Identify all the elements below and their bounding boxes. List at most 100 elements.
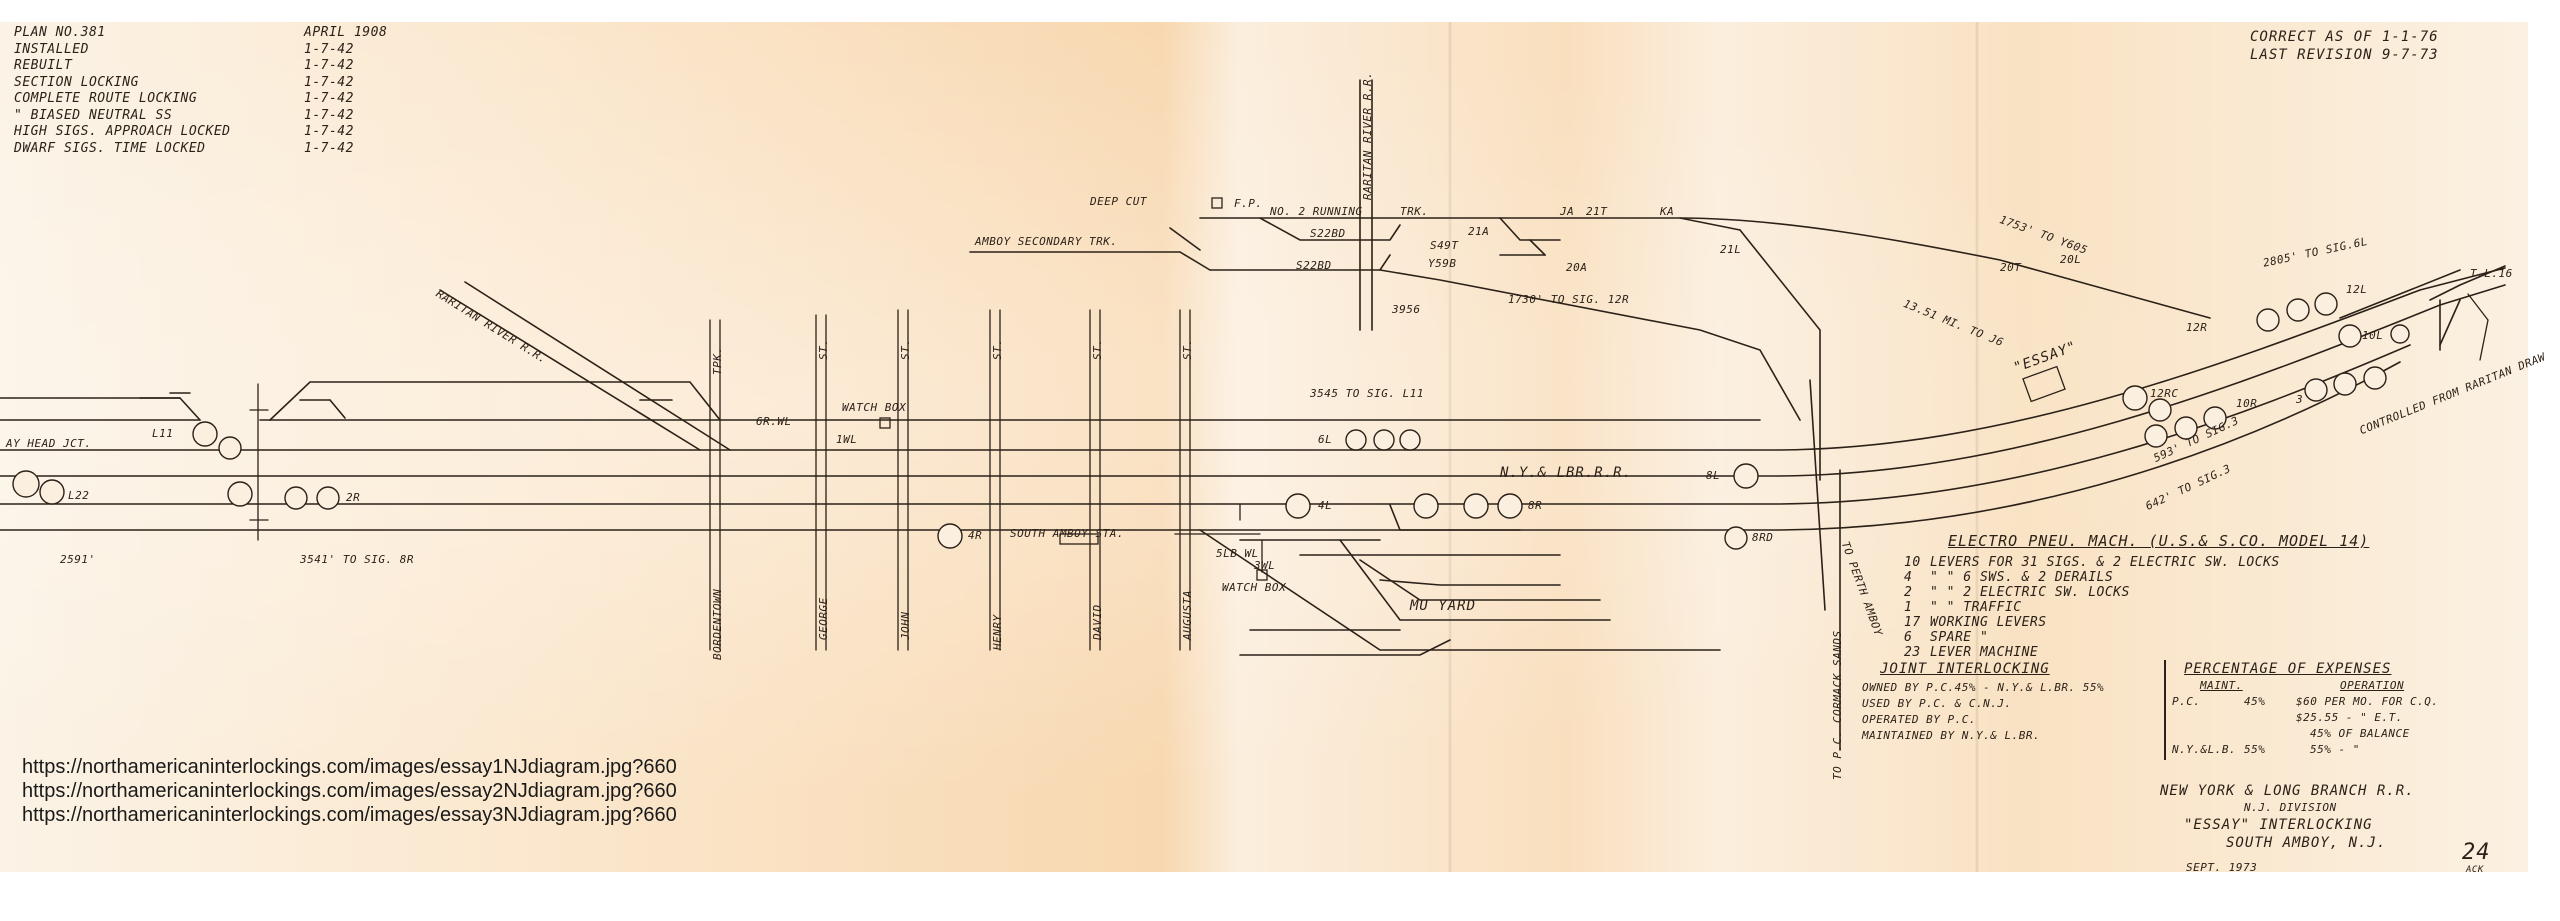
- plan-header-date: 1-7-42: [304, 140, 354, 156]
- expenses-divider: [2164, 660, 2166, 760]
- expenses-pc-maint: 45%: [2244, 695, 2266, 708]
- plan-header-date: 1-7-42: [304, 91, 354, 106]
- dist-3956: 3956: [1392, 303, 1421, 316]
- label-south-amboy-sta: SOUTH AMBOY STA.: [1010, 527, 1124, 540]
- machine-row-text: " " 2 ELECTRIC SW. LOCKS: [1930, 585, 2130, 600]
- signal-12RC: 12RC: [2150, 387, 2179, 400]
- last-revision: LAST REVISION 9-7-73: [2250, 47, 2439, 63]
- signal-6RWL: 6R.WL: [756, 415, 792, 428]
- signal-8RD: 8RD: [1752, 531, 1774, 544]
- signal-L22: L22: [68, 489, 90, 502]
- title-division: N.J. DIVISION: [2244, 801, 2337, 814]
- signal-L11: L11: [152, 427, 174, 440]
- signal-10L: 10L: [2362, 329, 2384, 342]
- diagram-sheet: [0, 22, 2528, 872]
- signal-12L: 12L: [2346, 283, 2368, 296]
- machine-row-text: LEVER MACHINE: [1930, 645, 2039, 660]
- signal-S22BD-2: S22BD: [1296, 259, 1332, 272]
- expenses-title: PERCENTAGE OF EXPENSES: [2184, 661, 2392, 677]
- title-location: SOUTH AMBOY, N.J.: [2226, 835, 2387, 851]
- machine-title: ELECTRO PNEU. MACH. (U.S.& S.CO. MODEL 1…: [1948, 532, 2370, 550]
- joint-owned: OWNED BY P.C.45% - N.Y.& L.BR. 55%: [1862, 681, 2105, 694]
- plan-header-date: APRIL 1908: [304, 25, 388, 40]
- machine-row-count: 17: [1904, 615, 1921, 630]
- label-no2-running: NO. 2 RUNNING: [1270, 205, 1363, 218]
- plan-header-label: DWARF SIGS. TIME LOCKED: [14, 140, 206, 156]
- expenses-pc-op2: $25.55 - " E.T.: [2296, 711, 2403, 724]
- signal-8R: 8R: [1528, 499, 1543, 512]
- sheet-number: 24: [2462, 840, 2491, 865]
- joint-maintained: MAINTAINED BY N.Y.& L.BR.: [1862, 729, 2041, 742]
- signal-2R: 2R: [346, 491, 361, 504]
- street-augusta-st: ST.: [1181, 338, 1194, 360]
- machine-row-text: WORKING LEVERS: [1930, 615, 2047, 630]
- label-mu-yard: MU YARD: [1410, 598, 1477, 614]
- machine-row-count: 2: [1904, 585, 1913, 600]
- label-trk: TRK.: [1400, 205, 1429, 218]
- expenses-nylb-op: 55% - ": [2310, 743, 2360, 756]
- plan-header-label: PLAN NO.381: [14, 25, 106, 40]
- machine-row-count: 23: [1904, 645, 1921, 660]
- source-link-2[interactable]: https://northamericaninterlockings.com/i…: [22, 780, 677, 802]
- signal-21A: 21A: [1468, 225, 1490, 238]
- signal-Y59B: Y59B: [1428, 257, 1457, 270]
- signal-S49T: S49T: [1430, 239, 1459, 252]
- title-date: SEPT. 1973: [2186, 861, 2258, 874]
- signal-4R: 4R: [968, 529, 983, 542]
- street-john-st: ST.: [899, 338, 912, 360]
- signal-21T: 21T: [1586, 205, 1608, 218]
- plan-header-date: 1-7-42: [304, 74, 354, 90]
- signal-20A: 20A: [1566, 261, 1588, 274]
- street-david-st: ST.: [1091, 338, 1104, 360]
- misc-marks: [249, 197, 2489, 581]
- expenses-pc-op1: $60 PER MO. FOR C.Q.: [2296, 695, 2439, 708]
- plan-header-date: 1-7-42: [304, 58, 354, 73]
- label-pc-cormack: TO P.C. CORMACK SANDS: [1831, 630, 1844, 780]
- label-ny-lbr: N.Y.& LBR.R.R.: [1500, 465, 1633, 481]
- plan-header-date: 1-7-42: [304, 41, 354, 57]
- label-bay-head-jct: AY HEAD JCT.: [6, 437, 92, 450]
- source-link-3[interactable]: https://northamericaninterlockings.com/i…: [22, 804, 677, 826]
- expenses-maint: MAINT.: [2200, 679, 2243, 692]
- expenses-operation: OPERATION: [2340, 679, 2405, 692]
- joint-operated: OPERATED BY P.C.: [1862, 713, 1976, 726]
- source-link-1[interactable]: https://northamericaninterlockings.com/i…: [22, 756, 677, 778]
- paper-fold: [1975, 22, 1979, 872]
- street-henry: HENRY: [991, 614, 1004, 650]
- expenses-nylb: N.Y.&L.B.: [2172, 743, 2237, 756]
- machine-row-count: 6: [1904, 630, 1913, 645]
- signal-JA: JA: [1560, 205, 1575, 218]
- street-george-st: ST.: [817, 338, 830, 360]
- mu-yard: [1199, 504, 1721, 656]
- expenses-nylb-maint: 55%: [2244, 743, 2266, 756]
- label-amboy-secondary: AMBOY SECONDARY TRK.: [975, 235, 1118, 248]
- dist-tl16: T.L.16: [2470, 267, 2513, 280]
- plan-header-label: " BIASED NEUTRAL SS: [14, 107, 173, 123]
- expenses-pc-op3: 45% OF BALANCE: [2310, 727, 2410, 740]
- signal-heads: [12, 292, 2410, 550]
- signal-12R: 12R: [2186, 321, 2208, 334]
- plan-header-date: 1-7-42: [304, 107, 354, 123]
- machine-row-count: 10: [1904, 555, 1921, 570]
- street-augusta: AUGUSTA: [1181, 590, 1194, 640]
- sidings-left: [259, 281, 1761, 451]
- label-watch-box-bottom: WATCH BOX: [1222, 581, 1287, 594]
- machine-row-text: SPARE ": [1930, 630, 1989, 645]
- label-watch-box-top: WATCH BOX: [842, 401, 907, 414]
- signal-6L: 6L: [1318, 433, 1333, 446]
- sheet-initials: ACK: [2466, 865, 2484, 875]
- signal-20T: 20T: [2000, 261, 2022, 274]
- label-fp: F.P.: [1234, 197, 1263, 210]
- signal-21L: 21L: [1720, 243, 1742, 256]
- label-deep-cut: DEEP CUT: [1090, 195, 1147, 208]
- plan-header-label: REBUILT: [14, 58, 73, 73]
- paper-fold: [1448, 22, 1452, 872]
- dist-3541: 3541' TO SIG. 8R: [300, 553, 414, 566]
- signal-20L: 20L: [2060, 253, 2082, 266]
- title-railroad: NEW YORK & LONG BRANCH R.R.: [2160, 783, 2415, 799]
- plan-header-label: SECTION LOCKING: [14, 74, 139, 90]
- machine-row-text: LEVERS FOR 31 SIGS. & 2 ELECTRIC SW. LOC…: [1930, 555, 2280, 570]
- signal-5LB: 5LB WL: [1216, 547, 1259, 560]
- signal-3WL: 3WL: [1254, 559, 1276, 572]
